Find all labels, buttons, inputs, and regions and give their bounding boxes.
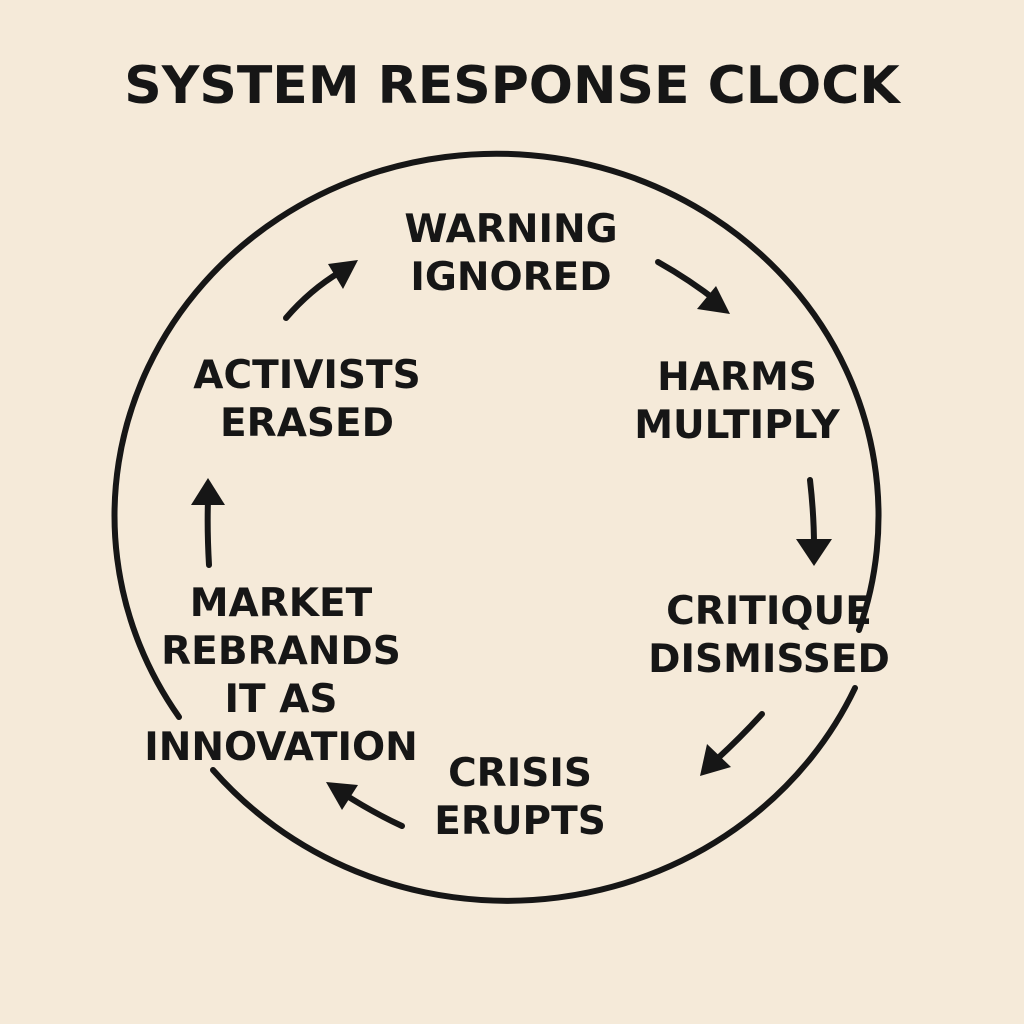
stage-label-line: ERUPTS: [434, 799, 606, 844]
arrow-harms-to-critique: [796, 477, 832, 566]
stage-crisis-erupts: CRISIS ERUPTS: [434, 750, 606, 846]
stage-label-line: IGNORED: [410, 255, 612, 300]
stage-label-line: INNOVATION: [144, 725, 418, 770]
stage-label-line: ACTIVISTS: [193, 353, 421, 398]
arrow-warning-to-harms: [655, 259, 730, 314]
stage-label-line: MARKET: [189, 581, 373, 626]
cycle-ring: [111, 150, 882, 720]
stage-critique-dismissed: CRITIQUE DISMISSED: [648, 588, 890, 684]
stage-market-rebrands: MARKET REBRANDS IT AS INNOVATION: [144, 580, 418, 772]
diagram-title: SYSTEM RESPONSE CLOCK: [124, 56, 900, 116]
arrow-crisis-to-market: [326, 782, 405, 829]
arrow-critique-to-crisis: [700, 711, 765, 776]
stage-activists-erased: ACTIVISTS ERASED: [193, 352, 420, 448]
stage-label-line: IT AS: [224, 677, 338, 722]
stage-label-line: WARNING: [404, 207, 618, 252]
stage-label-line: CRISIS: [448, 751, 592, 796]
stage-label-line: MULTIPLY: [634, 403, 840, 448]
cycle-ring-lower: [210, 685, 858, 904]
stage-label-line: REBRANDS: [161, 629, 401, 674]
arrow-activists-to-warning: [283, 260, 358, 321]
stage-label-line: ERASED: [220, 401, 394, 446]
stage-label-line: DISMISSED: [648, 637, 890, 682]
stage-harms-multiply: HARMS MULTIPLY: [634, 354, 840, 450]
stage-label-line: CRITIQUE: [666, 589, 872, 634]
arrow-market-to-activists: [191, 478, 225, 568]
stage-warning-ignored: WARNING IGNORED: [404, 206, 617, 302]
stage-label-line: HARMS: [657, 355, 817, 400]
